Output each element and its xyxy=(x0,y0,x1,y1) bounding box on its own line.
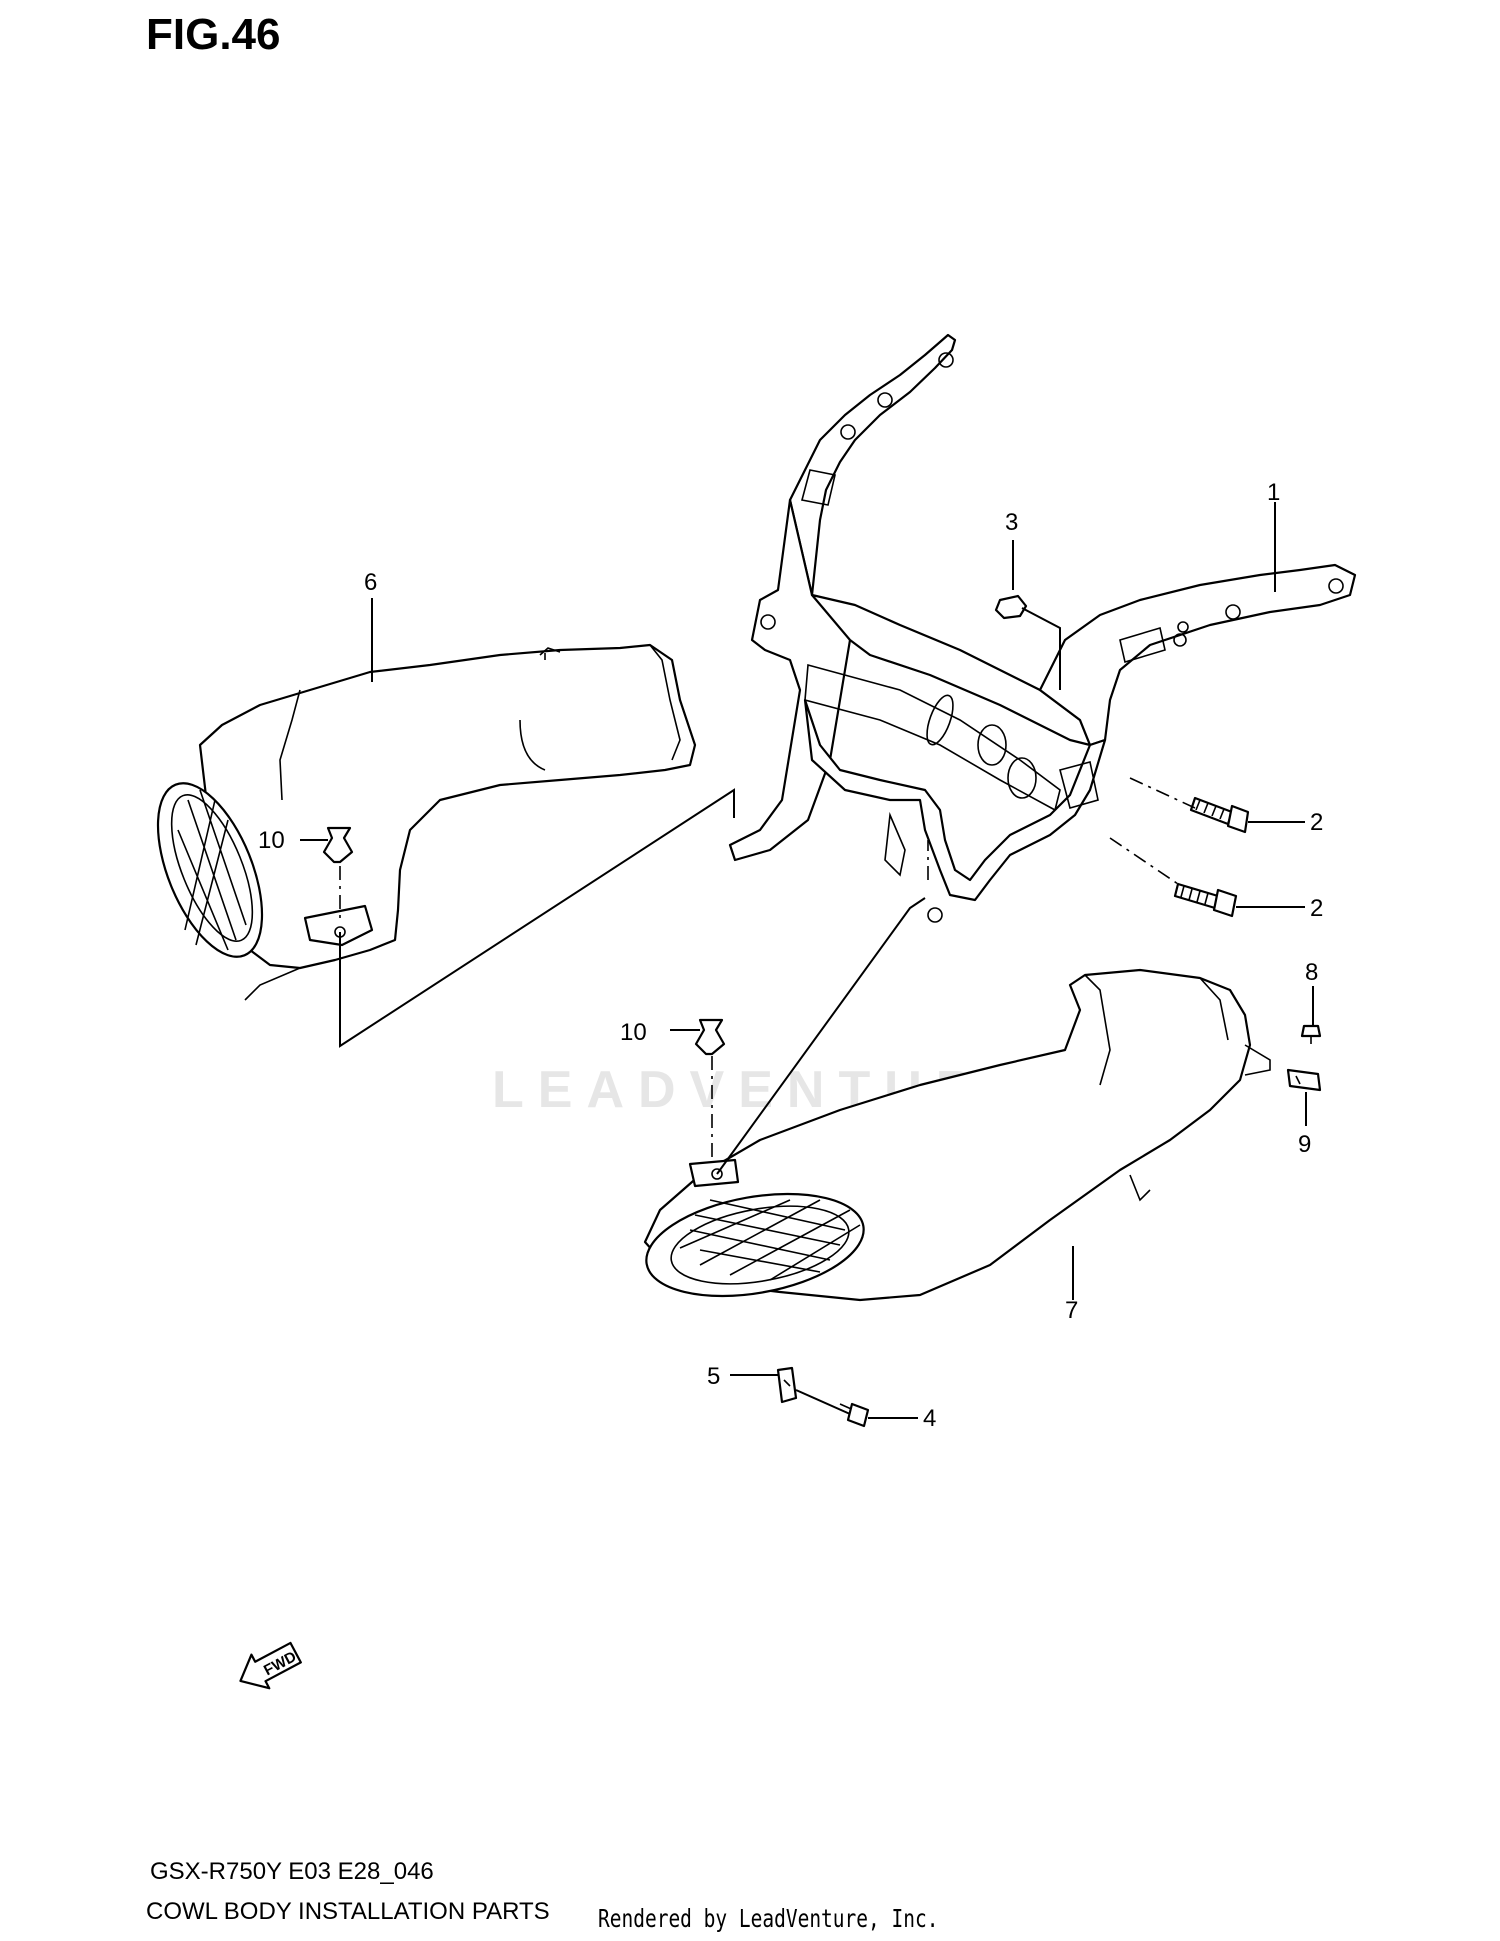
figure-title: FIG.46 xyxy=(146,10,281,59)
callout-7: 7 xyxy=(1065,1297,1078,1324)
part-10-clip-left xyxy=(322,826,354,864)
callout-10b: 10 xyxy=(620,1019,647,1046)
callout-3: 3 xyxy=(1005,509,1018,536)
callout-4: 4 xyxy=(923,1405,936,1432)
callout-10a: 10 xyxy=(258,827,285,854)
part-2-bolt-upper xyxy=(1189,796,1250,834)
fwd-arrow-icon: FWD xyxy=(239,1641,302,1690)
part-7-right-air-duct xyxy=(643,968,1271,1302)
part-3-nut xyxy=(994,594,1028,620)
part-5-clip xyxy=(776,1366,798,1404)
part-9-nut xyxy=(1286,1068,1322,1092)
part-8-screw xyxy=(1300,1024,1322,1044)
callout-1: 1 xyxy=(1267,479,1280,506)
callout-9: 9 xyxy=(1298,1131,1311,1158)
part-4-screw xyxy=(839,1402,870,1428)
rendered-by-credit: Rendered by LeadVenture, Inc. xyxy=(598,1904,939,1933)
callout-2a: 2 xyxy=(1310,809,1323,836)
part-10-clip-right xyxy=(694,1018,726,1056)
model-code: GSX-R750Y E03 E28_046 xyxy=(150,1858,434,1885)
callout-5: 5 xyxy=(707,1363,720,1390)
leader-lines xyxy=(300,502,1314,1419)
callout-8: 8 xyxy=(1305,959,1318,986)
callout-2b: 2 xyxy=(1310,895,1323,922)
callout-labels: 1 2 2 3 4 5 6 7 8 9 10 10 xyxy=(258,479,1323,1432)
callout-6: 6 xyxy=(364,569,377,596)
part-2-bolt-lower xyxy=(1173,882,1238,918)
part-6-left-air-duct xyxy=(156,643,697,1001)
part-1-cowl-brace xyxy=(728,333,1357,923)
diagram-description: COWL BODY INSTALLATION PARTS xyxy=(146,1898,550,1925)
